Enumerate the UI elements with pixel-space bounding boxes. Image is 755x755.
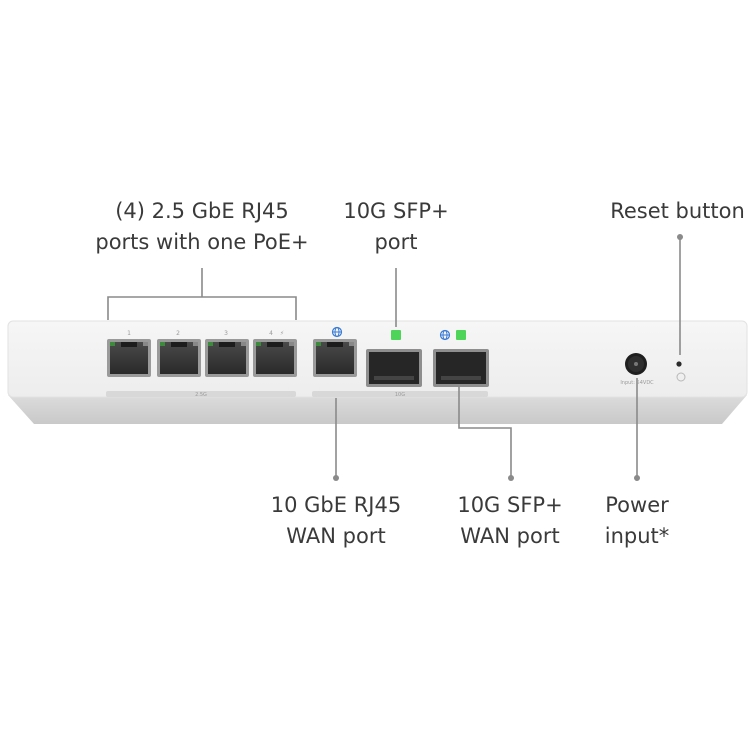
port-number: 4 <box>269 330 273 337</box>
port-number: 1 <box>127 330 131 337</box>
callout-power-input-line2: input* <box>604 524 670 548</box>
port-number: 2 <box>176 330 180 337</box>
group-bar-sfp <box>312 391 488 397</box>
group-label-sfp: 10G <box>395 392 405 398</box>
power-jack <box>625 353 647 375</box>
callout-line-wan-sfp <box>458 386 512 478</box>
power-label: Input: 54VDC <box>620 380 654 386</box>
callout-power-input-line1: Power <box>605 493 669 517</box>
wan-rj45-port <box>313 339 357 377</box>
callout-line-rj45 <box>107 268 297 320</box>
callout-rj45-ports-line2: ports with one PoE+ <box>95 230 309 254</box>
callout-dot <box>508 475 514 481</box>
sfp-port <box>366 349 422 387</box>
port-number: 3 <box>224 330 228 337</box>
callout-wan-rj45-line2: WAN port <box>286 524 386 548</box>
callout-dot <box>677 234 683 240</box>
callout-reset-button-line1: Reset button <box>610 199 745 223</box>
callout-rj45-ports-line1: (4) 2.5 GbE RJ45 <box>115 199 289 223</box>
callout-dot <box>634 475 640 481</box>
globe-icon <box>331 326 343 338</box>
globe-icon <box>439 329 451 341</box>
callout-lines <box>107 237 681 478</box>
wan-sfp-port <box>433 349 489 387</box>
callout-wan-sfp-line2: WAN port <box>460 524 560 548</box>
callout-sfp-port: 10G SFP+ port <box>326 196 466 258</box>
callout-sfp-port-line2: port <box>374 230 418 254</box>
rj45-port <box>253 339 297 377</box>
sfp-port-led <box>391 330 401 340</box>
group-bar-rj45 <box>106 391 296 397</box>
rj45-port <box>157 339 201 377</box>
reset-pinhole <box>676 361 682 367</box>
callout-rj45-ports: (4) 2.5 GbE RJ45 ports with one PoE+ <box>84 196 320 258</box>
callout-wan-sfp: 10G SFP+ WAN port <box>440 490 580 552</box>
callout-wan-sfp-line1: 10G SFP+ <box>457 493 563 517</box>
chassis-bevel <box>8 395 747 424</box>
poe-mark: ⚡ <box>280 330 284 337</box>
rj45-port <box>205 339 249 377</box>
rj45-port <box>107 339 151 377</box>
reset-icon <box>676 372 686 382</box>
callout-power-input: Power input* <box>592 490 682 552</box>
wan-sfp-port-led <box>456 330 466 340</box>
callout-reset-button: Reset button <box>600 196 755 227</box>
callout-dot <box>333 475 339 481</box>
callout-sfp-port-line1: 10G SFP+ <box>343 199 449 223</box>
group-label-rj45: 2.5G <box>195 392 207 398</box>
callout-wan-rj45-line1: 10 GbE RJ45 <box>270 493 402 517</box>
callout-wan-rj45: 10 GbE RJ45 WAN port <box>256 490 416 552</box>
